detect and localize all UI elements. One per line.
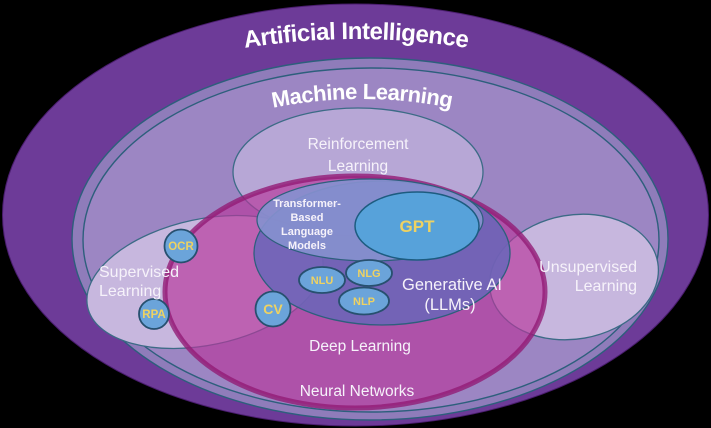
gpt-label: GPT <box>400 217 436 236</box>
ocr-circle <box>163 228 199 264</box>
gpt-ellipse <box>354 191 480 261</box>
cv-circle <box>254 290 292 328</box>
deep-learning-label: Deep Learning <box>309 338 411 355</box>
rpa-label: RPA <box>142 309 165 321</box>
transformer-label-line4: Models <box>288 240 326 252</box>
unsupervised-learning-label-line1: Unsupervised <box>539 259 637 276</box>
nlg-ellipse <box>345 259 393 287</box>
nlp-ellipse <box>338 286 390 316</box>
supervised-learning-label-line2: Learning <box>99 283 161 300</box>
unsupervised-learning-label-line2: Learning <box>575 278 637 295</box>
supervised-learning-label-line1: Supervised <box>99 264 179 281</box>
rpa-circle <box>138 298 170 330</box>
nlu-ellipse <box>298 266 346 294</box>
reinforcement-learning-label-line2: Learning <box>328 158 388 175</box>
nlu-label: NLU <box>311 275 334 287</box>
neural-networks-label: Neural Networks <box>300 383 415 400</box>
nlp-label: NLP <box>353 296 375 308</box>
generative-ai-label-line2: (LLMs) <box>424 296 475 314</box>
transformer-label-line3: Language <box>281 226 333 238</box>
reinforcement-learning-label-line1: Reinforcement <box>308 136 409 153</box>
cv-label: CV <box>263 301 283 317</box>
transformer-label-line1: Transformer- <box>273 198 341 210</box>
nlg-label: NLG <box>357 268 380 280</box>
ocr-label: OCR <box>168 241 194 253</box>
generative-ai-label-line1: Generative AI <box>402 276 502 294</box>
transformer-label-line2: Based <box>290 212 323 224</box>
